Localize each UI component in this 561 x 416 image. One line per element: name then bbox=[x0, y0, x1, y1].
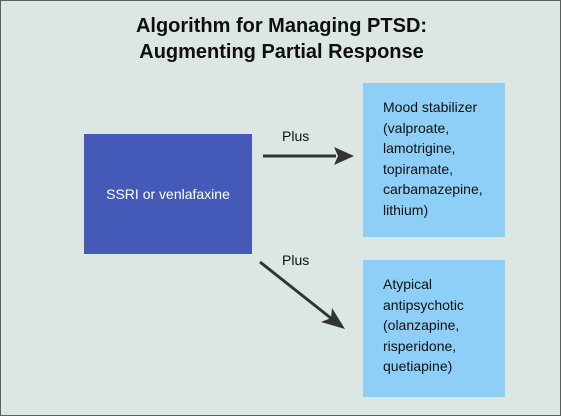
antipsychotic-line: risperidone, bbox=[383, 337, 457, 354]
mood-stabilizer-node: Mood stabilizer (valproate, lamotrigine,… bbox=[363, 83, 505, 237]
mood-stabilizer-line: carbamazepine, bbox=[383, 181, 483, 197]
ssri-node: SSRI or venlafaxine bbox=[84, 134, 252, 254]
edge-label-antipsychotic: Plus bbox=[282, 252, 310, 268]
mood-stabilizer-line: Mood stabilizer bbox=[383, 99, 478, 115]
title-line-2: Augmenting Partial Response bbox=[139, 41, 424, 63]
mood-stabilizer-line: (valproate, bbox=[383, 119, 450, 136]
title-line-1: Algorithm for Managing PTSD: bbox=[135, 15, 428, 37]
antipsychotic-line: quetiapine) bbox=[383, 358, 453, 374]
edge-label-mood-stabilizer: Plus bbox=[282, 128, 310, 144]
diagram-title: Algorithm for Managing PTSD: Augmenting … bbox=[1, 13, 561, 65]
ssri-node-label: SSRI or venlafaxine bbox=[106, 186, 230, 202]
antipsychotic-line: (olanzapine, bbox=[383, 317, 460, 333]
mood-stabilizer-line: lamotrigine, bbox=[383, 140, 456, 156]
antipsychotic-node: Atypical antipsychotic (olanzapine, risp… bbox=[363, 260, 505, 397]
antipsychotic-line: antipsychotic bbox=[383, 296, 464, 313]
antipsychotic-line: Atypical bbox=[383, 276, 433, 292]
mood-stabilizer-line: lithium) bbox=[383, 201, 429, 218]
mood-stabilizer-line: topiramate, bbox=[383, 160, 454, 177]
